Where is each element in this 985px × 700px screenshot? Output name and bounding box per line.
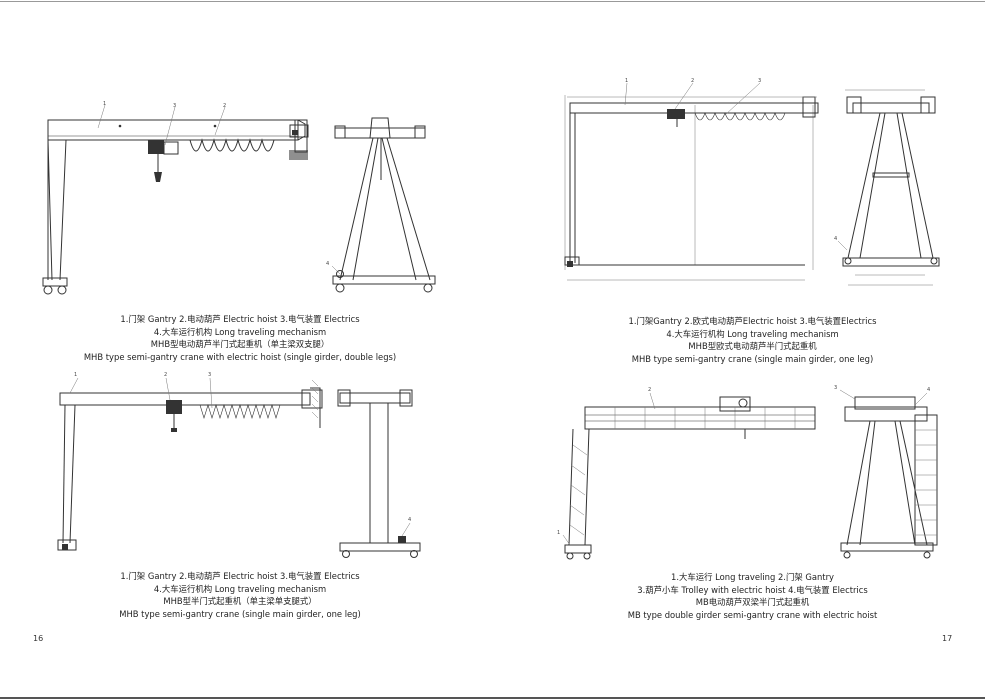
figure-1-caption-line: MHB型电动葫芦半门式起重机（单主梁双支腿） xyxy=(150,339,330,349)
top-border xyxy=(0,1,985,2)
figure-3-callout-1: 1 xyxy=(74,372,77,378)
figure-3-caption-line: MHB型半门式起重机（单主梁单支腿式） xyxy=(163,596,317,606)
figure-2-callout-1: 1 xyxy=(625,78,628,84)
figure-4-callout-1: 1 xyxy=(557,530,560,536)
figure-2-caption-line: 4.大车运行机构 Long traveling mechanism xyxy=(666,328,839,339)
figure-1-callout-1: 1 xyxy=(103,101,106,107)
figure-1-caption-line: 1.门架 Gantry 2.电动葫芦 Electric hoist 3.电气装置… xyxy=(120,314,360,324)
figure-2-caption-line: MHB型欧式电动葫芦半门式起重机 xyxy=(688,341,817,351)
figure-4-caption-line: MB type double girder semi-gantry crane … xyxy=(627,609,878,620)
figure-3-caption: 1.门架 Gantry 2.电动葫芦 Electric hoist 3.电气装置… xyxy=(40,570,440,620)
figure-3-drawing: 1 2 3 4 xyxy=(40,368,440,563)
figure-1-callout-4: 4 xyxy=(326,261,329,267)
figure-2-callout-2: 2 xyxy=(691,78,694,84)
figure-2-drawing: 1 2 3 4 xyxy=(555,75,950,295)
figure-3-caption-line: 4.大车运行机构 Long traveling mechanism xyxy=(153,583,327,594)
figure-1-drawing: 1 3 2 4 xyxy=(40,100,440,305)
figure-3-caption-line: 1.门架 Gantry 2.电动葫芦 Electric hoist 3.电气装置… xyxy=(120,571,360,581)
figure-2-callout-3: 3 xyxy=(758,78,761,84)
figure-2-caption: 1.门架Gantry 2.欧式电动葫芦Electric hoist 3.电气装置… xyxy=(555,315,950,365)
figure-1-caption-line: 4.大车运行机构 Long traveling mechanism xyxy=(153,326,327,337)
figure-4-drawing: 2 1 3 4 xyxy=(555,385,950,565)
figure-4-caption-line: 3.葫芦小车 Trolley with electric hoist 4.电气装… xyxy=(637,584,868,595)
figure-3-callout-2: 2 xyxy=(164,372,167,378)
figure-2-caption-line: MHB type semi-gantry crane (single main … xyxy=(631,353,874,364)
bottom-border xyxy=(0,697,985,699)
figure-4-caption: 1.大车运行 Long traveling 2.门架 Gantry 3.葫芦小车… xyxy=(555,571,950,621)
figure-2-callout-4: 4 xyxy=(834,236,837,242)
figure-4-caption-line: MB电动葫芦双梁半门式起重机 xyxy=(695,597,810,607)
figure-3-caption-line: MHB type semi-gantry crane (single main … xyxy=(119,608,361,619)
figure-4-callout-3: 3 xyxy=(834,385,837,391)
figure-3-callout-3: 3 xyxy=(208,372,211,378)
page-number-left: 16 xyxy=(33,634,44,643)
figure-4-callout-4: 4 xyxy=(927,387,930,393)
page-number-right: 17 xyxy=(942,634,953,643)
figure-3-callout-4: 4 xyxy=(408,517,411,523)
figure-4-caption-line: 1.大车运行 Long traveling 2.门架 Gantry xyxy=(670,572,834,582)
figure-2-caption-line: 1.门架Gantry 2.欧式电动葫芦Electric hoist 3.电气装置… xyxy=(628,316,877,326)
figure-1-caption-line: MHB type semi-gantry crane with electric… xyxy=(83,351,397,362)
figure-4-callout-2: 2 xyxy=(648,387,651,393)
figure-1-caption: 1.门架 Gantry 2.电动葫芦 Electric hoist 3.电气装置… xyxy=(40,313,440,363)
figure-1-callout-3: 3 xyxy=(173,103,176,109)
figure-1-callout-2: 2 xyxy=(223,103,226,109)
